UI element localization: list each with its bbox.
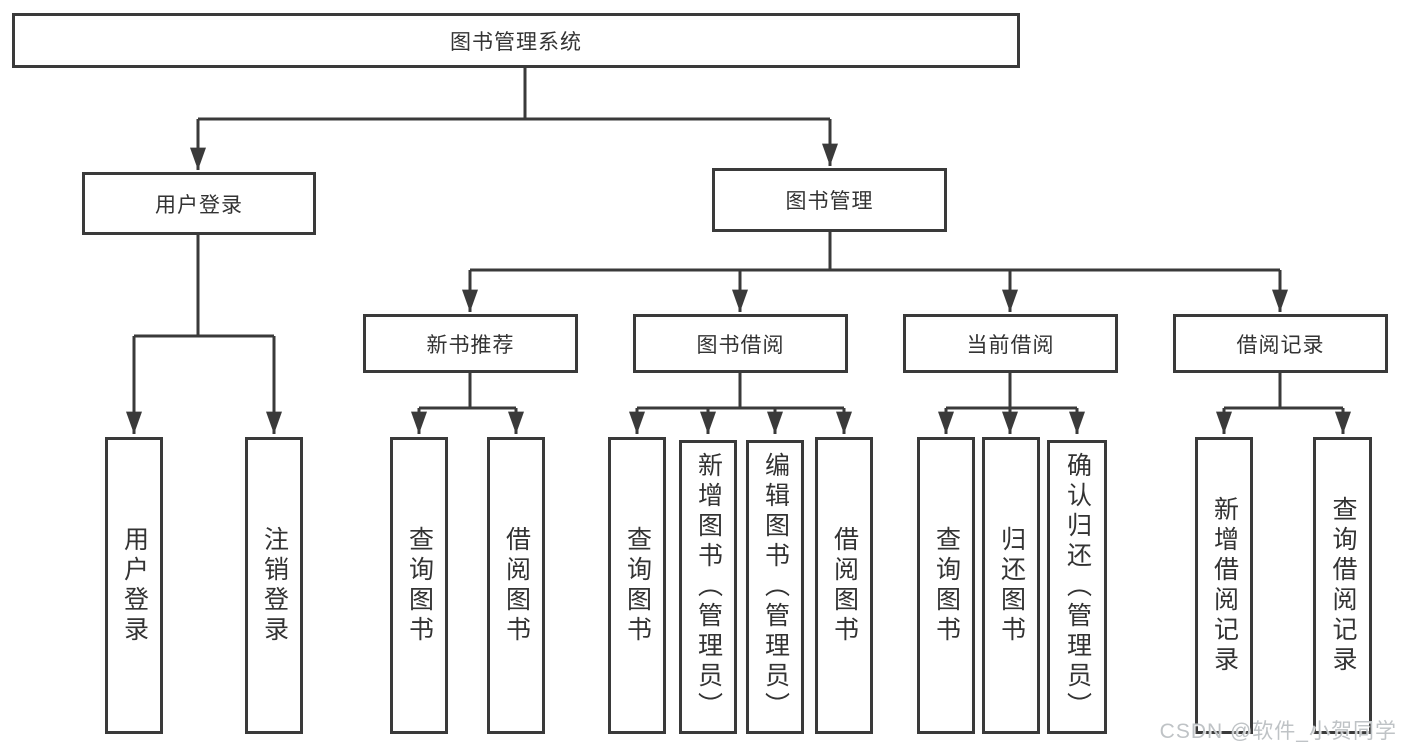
- leaf-record-add: 新增借阅记录: [1195, 437, 1253, 734]
- node-user-login-label: 用户登录: [155, 193, 243, 217]
- watermark: CSDN @软件_小贺同学: [1159, 720, 1397, 743]
- leaf-logout-label: 注销登录: [260, 525, 289, 646]
- node-current-borrow: 当前借阅: [903, 314, 1118, 373]
- leaf-borrow-query-book-label: 查询图书: [623, 525, 652, 646]
- node-book-management: 图书管理: [712, 168, 947, 232]
- leaf-current-confirm-return: 确认归还（管理员）: [1047, 440, 1107, 734]
- leaf-borrow-query-book: 查询图书: [608, 437, 666, 734]
- node-borrow-record: 借阅记录: [1173, 314, 1388, 373]
- node-user-login: 用户登录: [82, 172, 316, 235]
- leaf-recommend-query-book: 查询图书: [390, 437, 448, 734]
- leaf-record-add-label: 新增借阅记录: [1210, 495, 1239, 676]
- leaf-logout: 注销登录: [245, 437, 303, 734]
- node-book-borrow-label: 图书借阅: [696, 333, 785, 357]
- node-root-label: 图书管理系统: [450, 30, 582, 54]
- leaf-borrow-borrow-book: 借阅图书: [815, 437, 873, 734]
- node-new-book-recommend: 新书推荐: [363, 314, 578, 373]
- leaf-borrow-add-book-label: 新增图书（管理员）: [694, 452, 723, 722]
- node-current-borrow-label: 当前借阅: [966, 333, 1055, 357]
- leaf-current-return-book: 归还图书: [982, 437, 1040, 734]
- node-root: 图书管理系统: [12, 13, 1020, 68]
- leaf-borrow-borrow-book-label: 借阅图书: [830, 525, 859, 646]
- leaf-borrow-edit-book: 编辑图书（管理员）: [746, 440, 804, 734]
- node-book-management-label: 图书管理: [785, 190, 874, 213]
- leaf-user-login: 用户登录: [105, 437, 163, 734]
- leaf-recommend-query-book-label: 查询图书: [405, 525, 434, 646]
- leaf-recommend-borrow-book: 借阅图书: [487, 437, 545, 734]
- node-book-borrow: 图书借阅: [633, 314, 848, 373]
- leaf-borrow-add-book: 新增图书（管理员）: [679, 440, 737, 734]
- leaf-current-return-book-label: 归还图书: [997, 525, 1026, 646]
- leaf-borrow-edit-book-label: 编辑图书（管理员）: [761, 452, 790, 722]
- leaf-recommend-borrow-book-label: 借阅图书: [502, 525, 531, 646]
- leaf-user-login-label: 用户登录: [120, 525, 149, 646]
- node-borrow-record-label: 借阅记录: [1236, 333, 1325, 357]
- leaf-record-query-label: 查询借阅记录: [1329, 495, 1357, 676]
- leaf-current-query-book: 查询图书: [917, 437, 975, 734]
- leaf-record-query: 查询借阅记录: [1313, 437, 1372, 734]
- leaf-current-query-book-label: 查询图书: [932, 525, 961, 646]
- leaf-current-confirm-return-label: 确认归还（管理员）: [1063, 452, 1092, 722]
- node-new-book-recommend-label: 新书推荐: [426, 333, 515, 357]
